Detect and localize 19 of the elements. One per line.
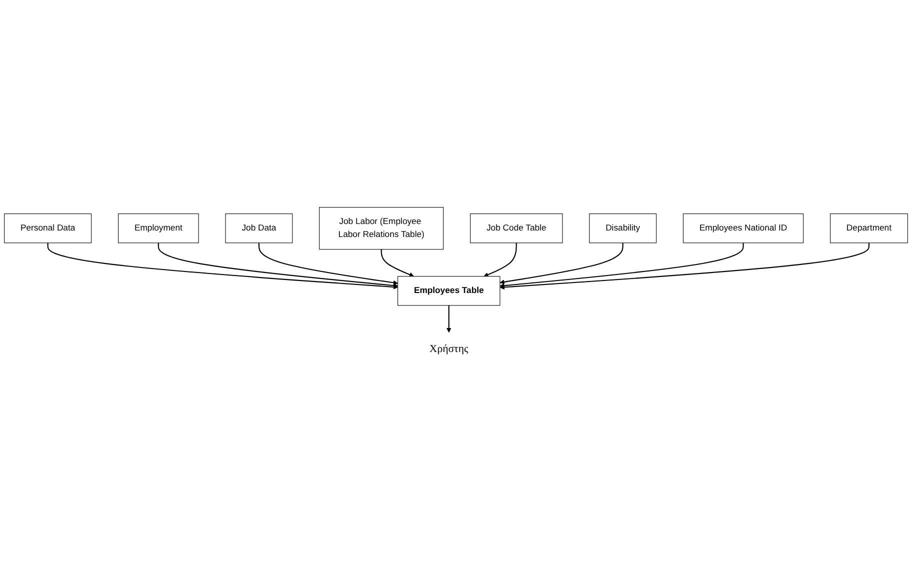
arrow <box>258 242 398 286</box>
arrow <box>446 305 452 333</box>
arrow <box>158 242 398 288</box>
arrow <box>484 242 517 277</box>
node-box: Job Code Table <box>470 213 563 244</box>
node-box: Disability <box>589 213 657 244</box>
node-text: Χρήστης <box>429 342 468 354</box>
arrow <box>47 242 398 290</box>
node-box: Employees National ID <box>682 213 804 244</box>
node-box: Employees Table <box>398 276 500 306</box>
arrow <box>500 242 870 290</box>
node-box: Job Labor (Employee Labor Relations Table) <box>319 207 444 250</box>
arrow <box>500 242 624 284</box>
node-box: Department <box>830 213 908 244</box>
arrow <box>500 242 744 288</box>
node-box: Employment <box>118 213 199 244</box>
node-box: Job Data <box>225 213 293 244</box>
node-box: Personal Data <box>4 213 92 244</box>
arrow <box>380 249 414 277</box>
